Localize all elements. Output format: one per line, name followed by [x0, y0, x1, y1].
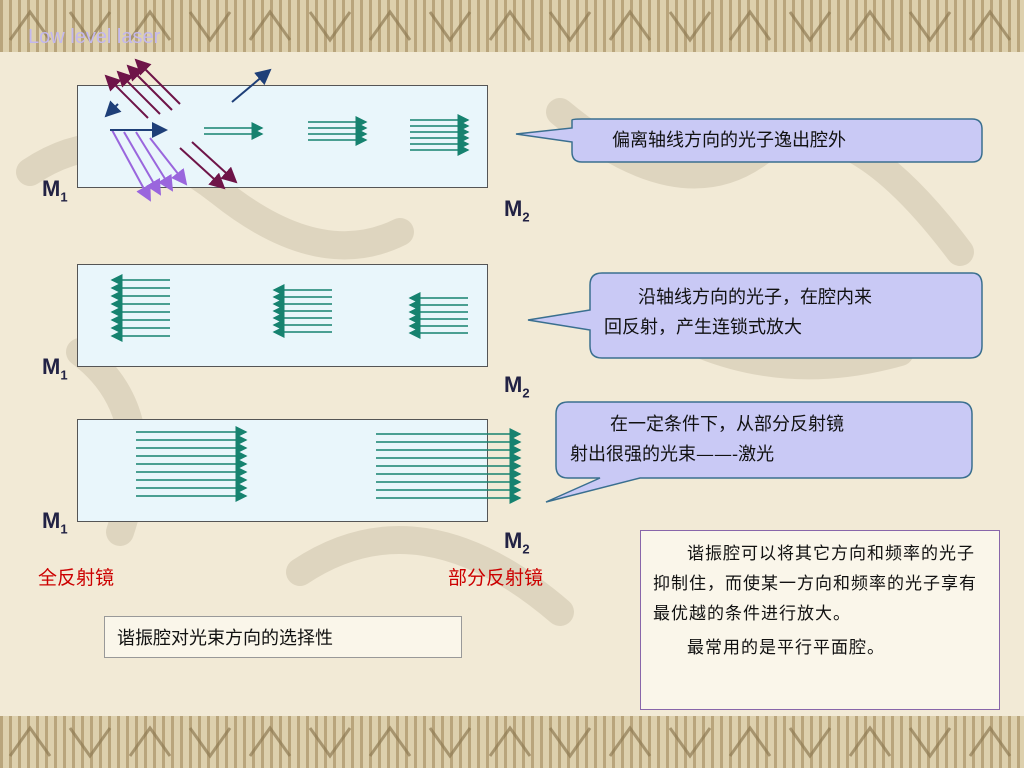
off-axis-arrows-navy: [104, 68, 272, 138]
axial-arrows-bottom: [136, 426, 522, 504]
axial-arrows-top: [204, 114, 470, 156]
mirror-m1-label-bottom: M1: [42, 508, 68, 537]
callout-balloon-first: [515, 118, 983, 163]
slide-title: Low level laser: [28, 26, 161, 48]
off-axis-arrows-purple: [111, 129, 188, 202]
mirror-m2-label-top: M2: [504, 196, 530, 225]
top-decorative-border: [0, 0, 1024, 52]
partial-reflection-mirror-label: 部分反射镜: [448, 567, 544, 589]
callout-text-third-line2: 射出很强的光束——-激光: [570, 444, 775, 465]
axial-arrows-middle: [110, 274, 468, 342]
mirror-m1-label-middle: M1: [42, 354, 68, 383]
callout-text-second-line2: 回反射，产生连锁式放大: [604, 317, 802, 338]
selectivity-caption-box: 谐振腔对光束方向的选择性: [104, 616, 462, 658]
full-reflection-mirror-label: 全反射镜: [38, 567, 115, 589]
bottom-decorative-border: [0, 716, 1024, 768]
border-pattern-top: [8, 9, 1012, 43]
explanation-paragraph-1: 谐振腔可以将其它方向和频率的光子抑制住，而使某一方向和频率的光子享有最优越的条件…: [653, 544, 977, 624]
callout-balloon-second: [527, 272, 983, 359]
selectivity-caption: 谐振腔对光束方向的选择性: [117, 628, 333, 649]
explanation-paragraph-2: 最常用的是平行平面腔。: [687, 638, 885, 658]
resonator-cavity-bottom: [77, 419, 488, 522]
mirror-m1-label-top: M1: [42, 176, 68, 205]
callout-text-third-line1: 在一定条件下，从部分反射镜: [610, 414, 844, 435]
callout-text-second-line1: 沿轴线方向的光子，在腔内来: [638, 287, 872, 308]
callout-text-first: 偏离轴线方向的光子逸出腔外: [612, 130, 846, 151]
mirror-m2-label-middle: M2: [504, 372, 530, 401]
off-axis-arrows-maroon: [104, 58, 238, 190]
border-pattern-bottom: [8, 725, 1012, 759]
callout-balloon-third: [545, 401, 973, 503]
explanation-note-box: 谐振腔可以将其它方向和频率的光子抑制住，而使某一方向和频率的光子享有最优越的条件…: [640, 530, 1000, 710]
mirror-m2-label-bottom: M2: [504, 528, 530, 557]
